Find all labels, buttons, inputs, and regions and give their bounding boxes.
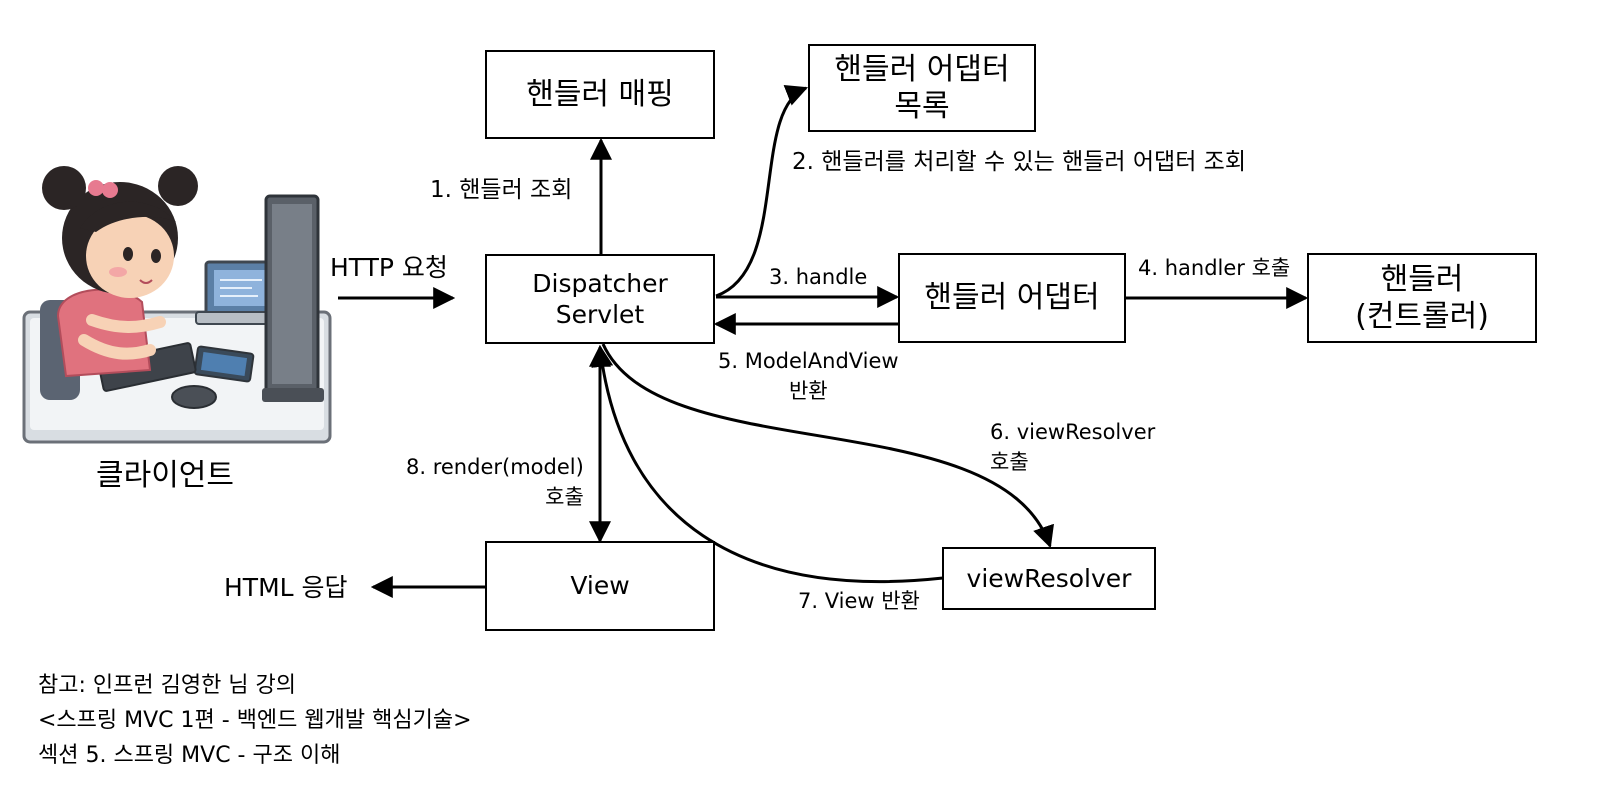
http-request-label: HTTP 요청 (330, 253, 448, 282)
step6-arrow (601, 343, 1054, 549)
reference-note: 참고: 인프런 김영한 님 강의 <스프링 MVC 1편 - 백엔드 웹개발 핵… (38, 668, 472, 773)
view-resolver-box: viewResolver (942, 547, 1156, 610)
dispatcher-servlet-label-line1: Dispatcher (532, 268, 668, 298)
handler-adapter-box: 핸들러 어댑터 (898, 253, 1126, 343)
step1-label: 1. 핸들러 조회 (430, 177, 573, 203)
handler-adapter-label: 핸들러 어댑터 (924, 280, 1100, 316)
dispatcher-servlet-box: Dispatcher Servlet (485, 254, 715, 344)
step7-label: 7. View 반환 (798, 589, 920, 613)
reference-line-2: <스프링 MVC 1편 - 백엔드 웹개발 핵심기술> (38, 708, 472, 733)
handler-mapping-label: 핸들러 매핑 (526, 76, 674, 112)
reference-line-1: 참고: 인프런 김영한 님 강의 (38, 673, 297, 698)
step3-label: 3. handle (769, 265, 868, 289)
html-response-label: HTML 응답 (224, 573, 348, 602)
handler-mapping-box: 핸들러 매핑 (485, 50, 715, 139)
client-label: 클라이언트 (96, 458, 234, 493)
handler-controller-label-line2: (컨트롤러) (1355, 299, 1489, 334)
handler-adapter-list-box: 핸들러 어댑터 목록 (808, 44, 1036, 132)
step2-arrow (715, 85, 809, 298)
view-resolver-label: viewResolver (966, 563, 1132, 593)
dispatcher-servlet-label-line2: Servlet (555, 300, 645, 329)
step6-label: 6. viewResolver 호출 (990, 420, 1156, 474)
view-box: View (485, 541, 715, 631)
step7-arrow (591, 344, 944, 583)
step8-label: 8. render(model) 호출 (406, 455, 584, 509)
handler-adapter-list-label-line1: 핸들러 어댑터 (834, 51, 1010, 87)
reference-line-3: 섹션 5. 스프링 MVC - 구조 이해 (38, 743, 341, 768)
handler-controller-label-line1: 핸들러 (1380, 261, 1464, 297)
handler-adapter-list-label-line2: 목록 (894, 89, 950, 124)
step4-label: 4. handler 호출 (1138, 256, 1291, 280)
client-illustration (22, 166, 332, 444)
step2-label: 2. 핸들러를 처리할 수 있는 핸들러 어댑터 조회 (792, 149, 1247, 175)
handler-controller-box: 핸들러 (컨트롤러) (1307, 253, 1537, 343)
view-label: View (570, 571, 630, 601)
step5-label: 5. ModelAndView 반환 (718, 349, 899, 403)
